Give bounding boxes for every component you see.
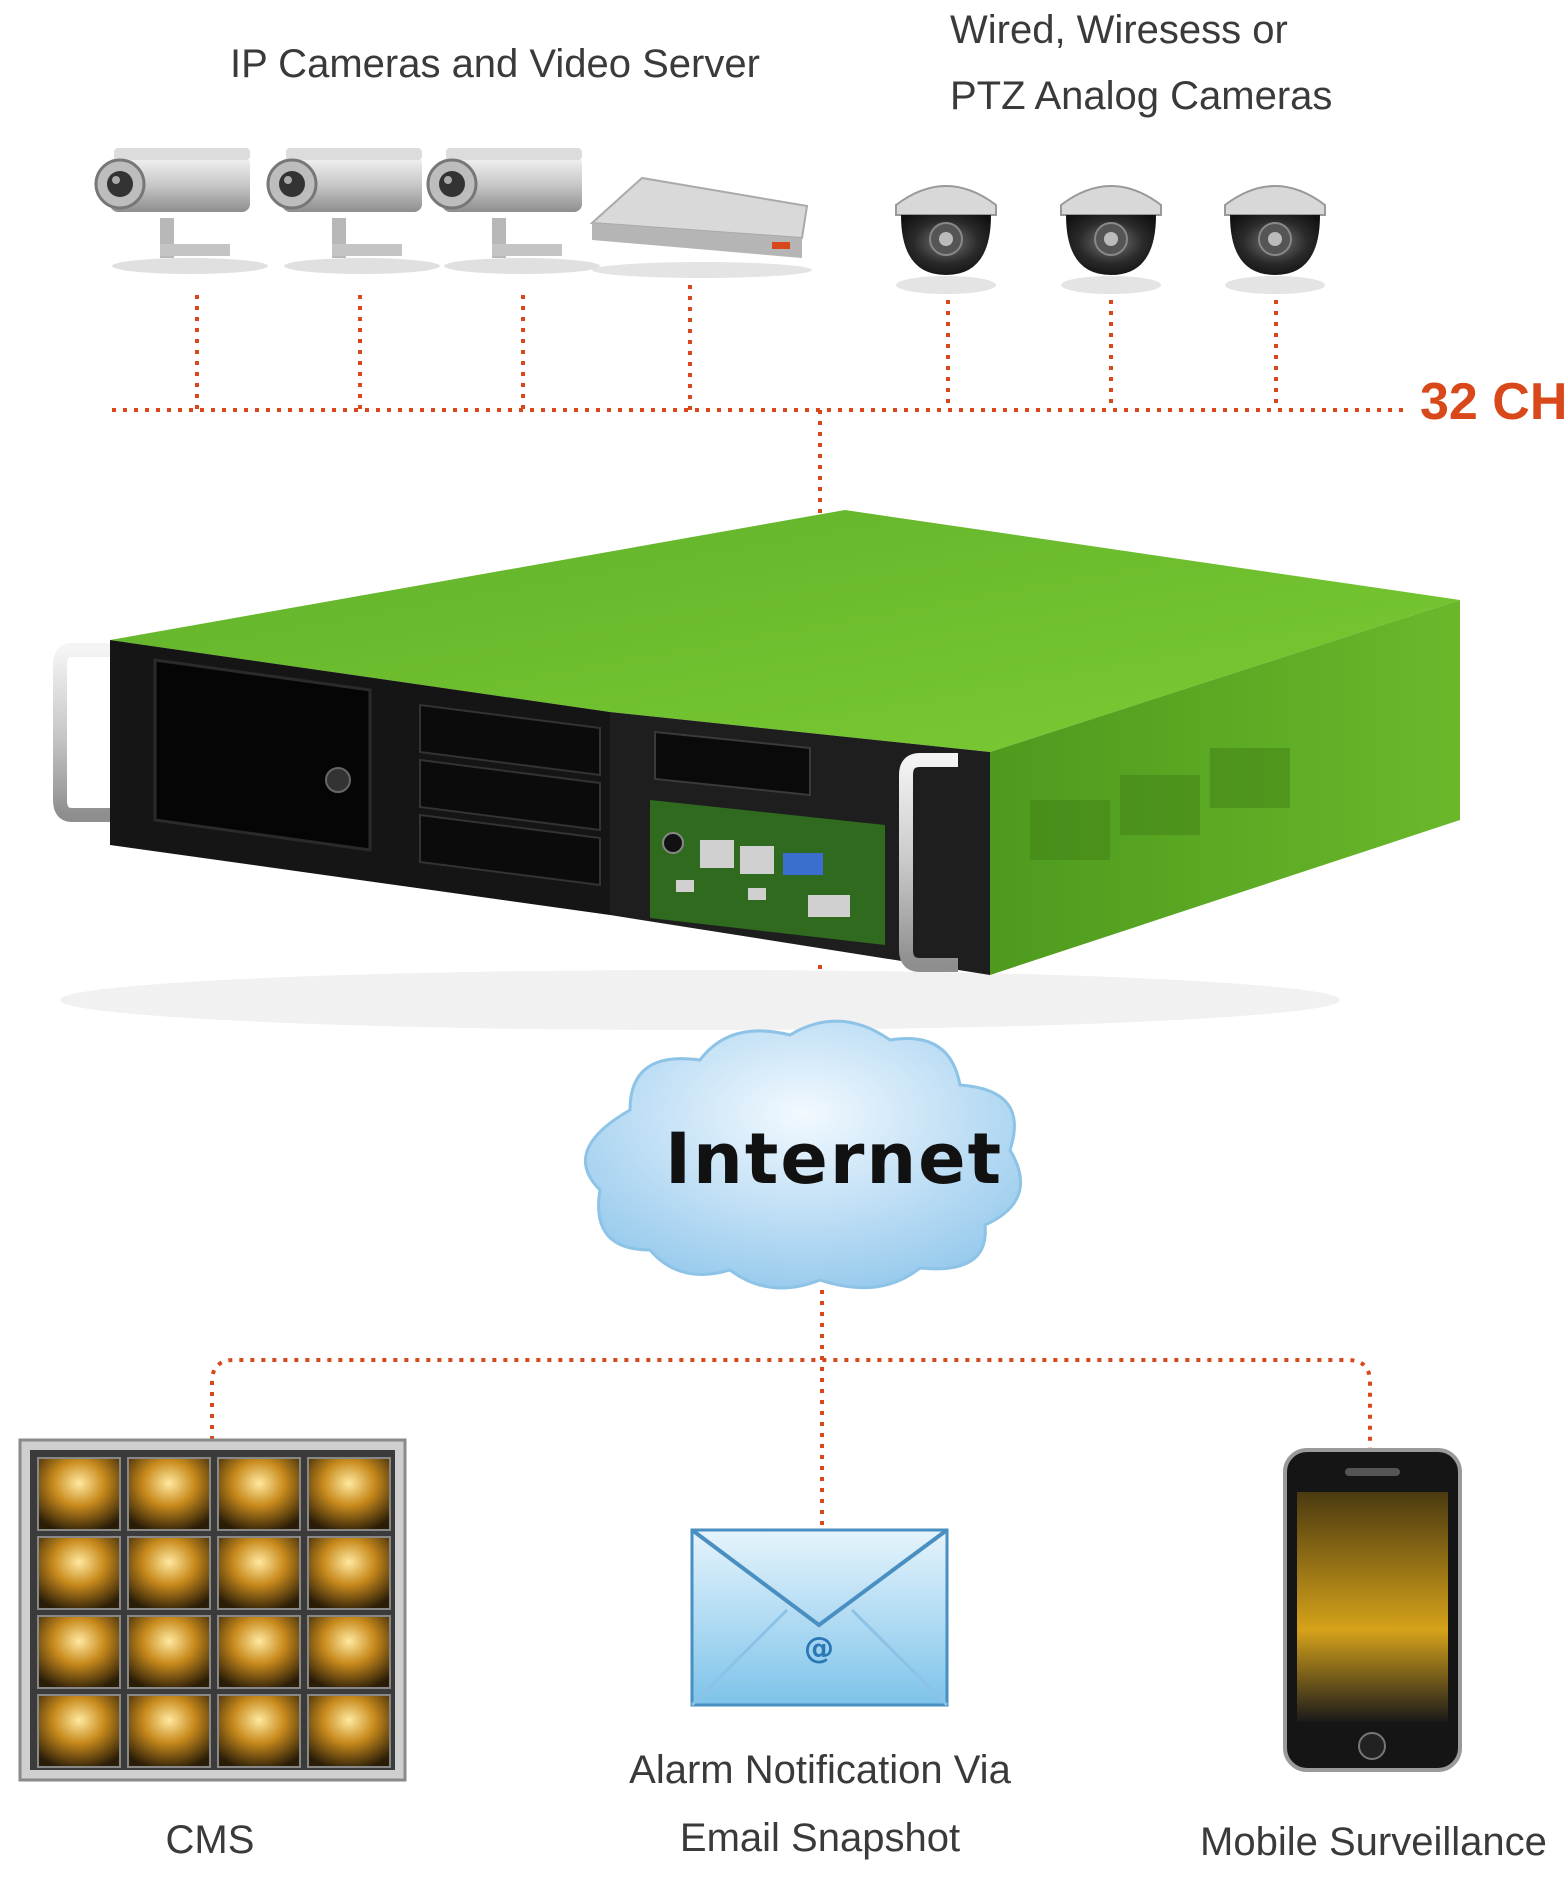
email-envelope-icon: @: [690, 1528, 949, 1707]
camera-feed-thumbnail: [37, 1615, 121, 1689]
cloud-icon: [583, 1019, 1023, 1290]
ip-cameras-label: IP Cameras and Video Server: [230, 42, 760, 86]
camera-feed-thumbnail: [307, 1694, 391, 1768]
smartphone-icon: [1283, 1448, 1462, 1772]
rackmount-nvr-icon: [53, 510, 1460, 1030]
email-label-line1: Alarm Notification Via: [629, 1748, 1011, 1792]
camera-feed-thumbnail: [127, 1457, 211, 1531]
camera-feed-thumbnail: [217, 1694, 301, 1768]
dome-camera-icon: [1224, 185, 1326, 294]
camera-feed-thumbnail: [217, 1615, 301, 1689]
bullet-camera-icon: [266, 148, 440, 274]
camera-feed-grid: [37, 1457, 391, 1768]
camera-feed-thumbnail: [217, 1457, 301, 1531]
analog-cameras-label-line2: PTZ Analog Cameras: [950, 74, 1333, 118]
at-sign-glyph: @: [804, 1631, 834, 1666]
channel-count-label: 32 CH: [1420, 373, 1568, 431]
bullet-camera-icon: [426, 148, 600, 274]
internet-label: Internet: [665, 1118, 1004, 1200]
camera-feed-thumbnail: [127, 1615, 211, 1689]
branch-line: [210, 1358, 1372, 1450]
email-label-line2: Email Snapshot: [679, 1816, 961, 1860]
cms-monitor-icon: [18, 1438, 407, 1782]
bullet-camera-icon: [94, 148, 268, 274]
camera-feed-thumbnail: [37, 1536, 121, 1610]
camera-feed-thumbnail: [37, 1457, 121, 1531]
video-server-icon: [589, 176, 812, 278]
camera-feed-thumbnail: [37, 1694, 121, 1768]
mobile-label: Mobile Surveillance: [1200, 1820, 1547, 1864]
camera-feed-thumbnail: [127, 1694, 211, 1768]
dome-camera-icon: [1060, 185, 1162, 294]
camera-feed-thumbnail: [217, 1536, 301, 1610]
analog-cameras-label-line1: Wired, Wiresess or: [950, 8, 1288, 52]
camera-feed-thumbnail: [127, 1536, 211, 1610]
dome-camera-icon: [895, 185, 997, 294]
cms-label: CMS: [165, 1818, 255, 1862]
camera-feed-thumbnail: [307, 1457, 391, 1531]
camera-feed-thumbnail: [307, 1615, 391, 1689]
camera-feed-thumbnail: [307, 1536, 391, 1610]
